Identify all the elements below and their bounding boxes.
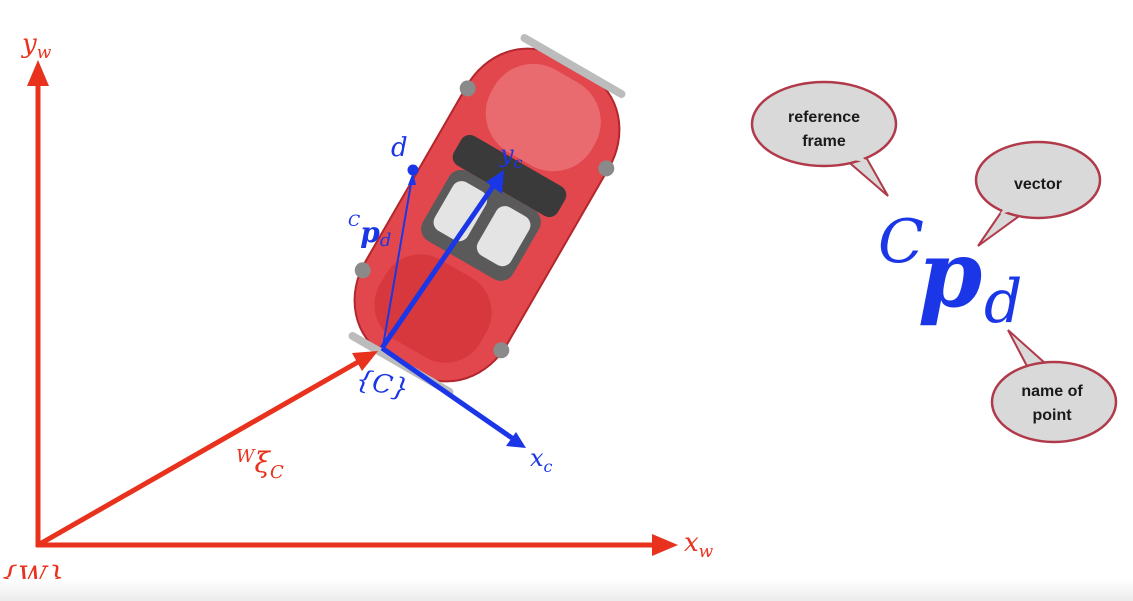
world-pose-vector bbox=[36, 359, 360, 548]
notation-subscript: d bbox=[984, 267, 1022, 337]
world-x-axis-arrowhead bbox=[652, 534, 678, 556]
callout-vector-line1: vector bbox=[1014, 176, 1062, 193]
callout-reference-frame-line1: reference bbox=[788, 109, 860, 126]
camera-y-axis-label: yc bbox=[499, 140, 523, 172]
point-vector-arrowhead bbox=[408, 172, 416, 185]
notation-vector-symbol: p bbox=[918, 220, 982, 328]
world-x-axis-label: xw bbox=[684, 528, 714, 562]
camera-y-axis bbox=[379, 183, 497, 350]
callout-name-of-point-line2: point bbox=[1032, 407, 1072, 424]
world-y-axis-label: yw bbox=[21, 29, 52, 63]
callout-name-of-point: name of point bbox=[990, 329, 1118, 444]
world-pose-label: WξC bbox=[236, 446, 284, 483]
camera-x-axis-arrowhead bbox=[506, 432, 526, 448]
camera-x-axis bbox=[380, 345, 514, 441]
bottom-fade bbox=[0, 579, 1133, 601]
world-y-axis-arrowhead bbox=[27, 60, 49, 86]
callout-name-of-point-line1: name of bbox=[1021, 383, 1083, 400]
camera-x-axis-label: xc bbox=[530, 444, 553, 476]
world-pose-arrowhead bbox=[352, 351, 378, 371]
point-d-marker bbox=[407, 164, 419, 176]
point-vector bbox=[382, 177, 413, 347]
callout-reference-frame: reference frame bbox=[750, 80, 898, 197]
car-image bbox=[348, 34, 626, 396]
point-vector-label: Cpd bbox=[348, 211, 391, 251]
point-d-label: d bbox=[391, 133, 408, 163]
camera-y-axis-arrowhead bbox=[486, 170, 504, 194]
notation-superscript: C bbox=[878, 207, 924, 277]
callout-vector: vector bbox=[974, 140, 1102, 247]
camera-origin-label: {C} bbox=[353, 364, 411, 404]
callout-reference-frame-line2: frame bbox=[802, 133, 846, 150]
